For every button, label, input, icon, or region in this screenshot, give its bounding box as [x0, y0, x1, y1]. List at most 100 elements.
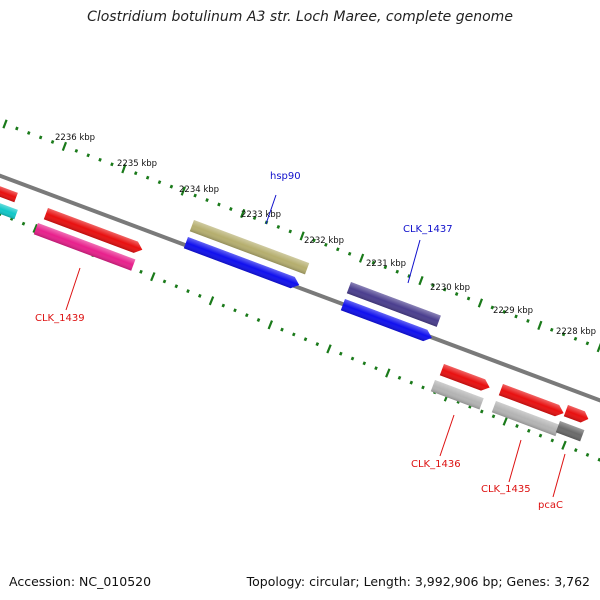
ruler-minor-tick	[186, 289, 190, 294]
ruler-major-tick	[267, 320, 274, 330]
feature-blue-hsp90	[183, 237, 300, 289]
ruler-minor-tick	[26, 131, 31, 135]
ruler-major-tick	[596, 343, 600, 353]
ruler-minor-tick	[98, 157, 102, 162]
ruler-minor-tick	[193, 193, 197, 198]
ruler-minor-tick	[205, 198, 209, 203]
ruler-minor-tick	[383, 265, 388, 270]
ruler-label: 2235 kbp	[117, 159, 157, 169]
ruler-minor-tick	[197, 293, 202, 298]
gene-label: CLK_1435	[481, 484, 531, 495]
ruler-minor-tick	[407, 274, 411, 279]
ruler-minor-tick	[276, 224, 281, 229]
ruler-label: 2236 kbp	[55, 133, 95, 143]
feature-gray-clk1436	[430, 380, 484, 410]
gene-labels: hsp90CLK_1437CLK_1439CLK_1436CLK_1435pca…	[35, 171, 563, 511]
ruler-minor-tick	[374, 366, 378, 371]
feature-olive-hsp90	[189, 220, 310, 275]
ruler-minor-tick	[350, 356, 355, 361]
leader-line	[508, 439, 522, 483]
ruler-minor-tick	[335, 247, 340, 252]
feature-red-1439	[43, 208, 143, 253]
ruler-minor-tick	[561, 332, 566, 337]
ruler-minor-tick	[395, 269, 400, 274]
gene-label: pcaC	[538, 500, 563, 511]
leader-line	[439, 414, 455, 457]
feature-pink-clk1439	[33, 223, 136, 271]
topology-summary: Topology: circular; Length: 3,992,906 bp…	[246, 574, 590, 589]
ruler-label: 2228 kbp	[556, 327, 596, 337]
gene-label: hsp90	[270, 171, 301, 182]
ruler-label: 2232 kbp	[304, 236, 344, 246]
ruler-minor-tick	[174, 284, 179, 289]
ruler-minor-tick	[585, 341, 590, 346]
ruler-minor-tick	[280, 327, 284, 332]
feature-red-1435	[498, 384, 564, 417]
ruler-minor-tick	[221, 303, 226, 308]
feature-purple-clk1437	[346, 282, 441, 327]
ruler-minor-tick	[573, 448, 578, 453]
ruler-major-tick	[180, 186, 186, 196]
ruler-minor-tick	[162, 279, 167, 284]
ruler-major-tick	[385, 368, 391, 378]
ruler-minor-tick	[312, 238, 316, 243]
ruler-major-tick	[208, 296, 215, 306]
ruler-minor-tick	[252, 216, 257, 220]
feature-red-edge-top	[0, 181, 18, 203]
ruler-minor-tick	[549, 327, 554, 332]
ruler-minor-tick	[21, 221, 26, 226]
feature-blue-clk1437	[340, 299, 432, 342]
gene-features	[0, 181, 589, 442]
ruler-minor-tick	[338, 351, 343, 356]
ruler-label: 2230 kbp	[430, 283, 470, 293]
ruler-major-tick	[326, 344, 332, 354]
ruler-minor-tick	[526, 318, 530, 323]
ruler-major-tick	[477, 298, 484, 308]
ruler-minor-tick	[74, 148, 79, 153]
leader-line	[552, 453, 566, 498]
ruler-major-tick	[299, 231, 305, 241]
ruler-minor-tick	[421, 385, 425, 390]
feature-red-1436	[439, 364, 490, 391]
ruler-minor-tick	[454, 292, 459, 296]
ruler-minor-tick	[515, 424, 519, 428]
ruler-minor-tick	[573, 336, 578, 341]
ruler-minor-tick	[491, 414, 496, 419]
accession-label: Accession: NC_010520	[9, 574, 152, 589]
ruler-minor-tick	[362, 361, 367, 366]
ruler-minor-tick	[169, 184, 174, 189]
ruler-minor-tick	[233, 308, 237, 313]
ruler-minor-tick	[288, 229, 293, 234]
ruler-minor-tick	[303, 337, 308, 342]
ruler-minor-tick	[229, 207, 233, 211]
ruler-minor-tick	[145, 175, 150, 180]
ruler-minor-tick	[490, 305, 495, 310]
ruler-minor-tick	[315, 342, 320, 347]
ruler-label: 2234 kbp	[179, 185, 219, 195]
ruler-minor-tick	[431, 283, 435, 288]
ruler-minor-tick	[157, 180, 162, 185]
ruler-minor-tick	[133, 171, 138, 176]
feature-cyan-edge	[0, 198, 18, 220]
ruler-minor-tick	[347, 251, 352, 256]
ruler-minor-tick	[139, 269, 143, 274]
ruler-label: 2231 kbp	[366, 259, 406, 269]
ruler-major-tick	[150, 272, 156, 282]
feature-red-pcac	[563, 405, 589, 423]
gene-label: CLK_1439	[35, 313, 85, 324]
label-leader-lines	[65, 194, 566, 498]
ruler-labels: 2236 kbp 2235 kbp 2234 kbp 2233 kbp 2232 kbp…	[55, 133, 596, 337]
ruler-major-tick	[502, 416, 509, 426]
ruler-minor-tick	[538, 433, 543, 438]
ruler-track-upper	[2, 119, 600, 353]
ruler-minor-tick	[550, 438, 555, 443]
ruler-major-tick	[121, 164, 127, 174]
ruler-minor-tick	[291, 332, 296, 337]
ruler-label: 2229 kbp	[493, 306, 533, 316]
ruler-label: 2233 kbp	[241, 210, 281, 220]
ruler-major-tick	[32, 223, 39, 234]
ruler-minor-tick	[397, 375, 402, 380]
ruler-minor-tick	[466, 296, 471, 301]
ruler-minor-tick	[442, 287, 447, 292]
